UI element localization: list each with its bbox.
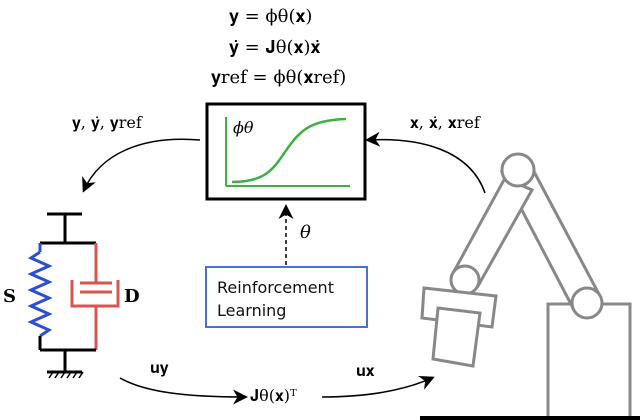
equation-reference-map: 𝐲ref = ϕθ(𝐱ref) [211,67,347,88]
uy-arrow [119,377,248,405]
equation-forward-map: 𝐲 = ϕθ(𝐱) [229,6,313,27]
ux-arrow [321,376,435,398]
equation-velocity-map: 𝐲̇ = 𝐉θ(𝐱)𝐱̇ [229,37,321,58]
left-arrow [82,138,201,193]
spring [27,250,53,338]
damper-label: D [124,286,140,307]
label-x-vars: 𝐱, 𝐱̇, 𝐱ref [410,113,480,132]
spring-damper [27,212,120,379]
ux-label: 𝐮𝐱 [356,361,375,380]
phi-label: ϕθ [233,118,254,137]
right-arrow [365,131,486,194]
uy-label: 𝐮𝐲 [150,358,169,377]
sigmoid-curve [231,117,347,184]
rl-line-2: Learning [217,301,287,320]
theta-label: θ [300,222,311,243]
label-y-vars: 𝐲, 𝐲̇, 𝐲ref [72,113,142,132]
spring-label: S [3,286,16,307]
robot-arm [420,152,632,420]
reinforcement-learning-box: Reinforcement Learning [205,266,368,328]
jacobian-transpose-label: 𝐉θ(𝐱)ᵀ [250,386,297,405]
rl-line-1: Reinforcement [217,278,334,297]
